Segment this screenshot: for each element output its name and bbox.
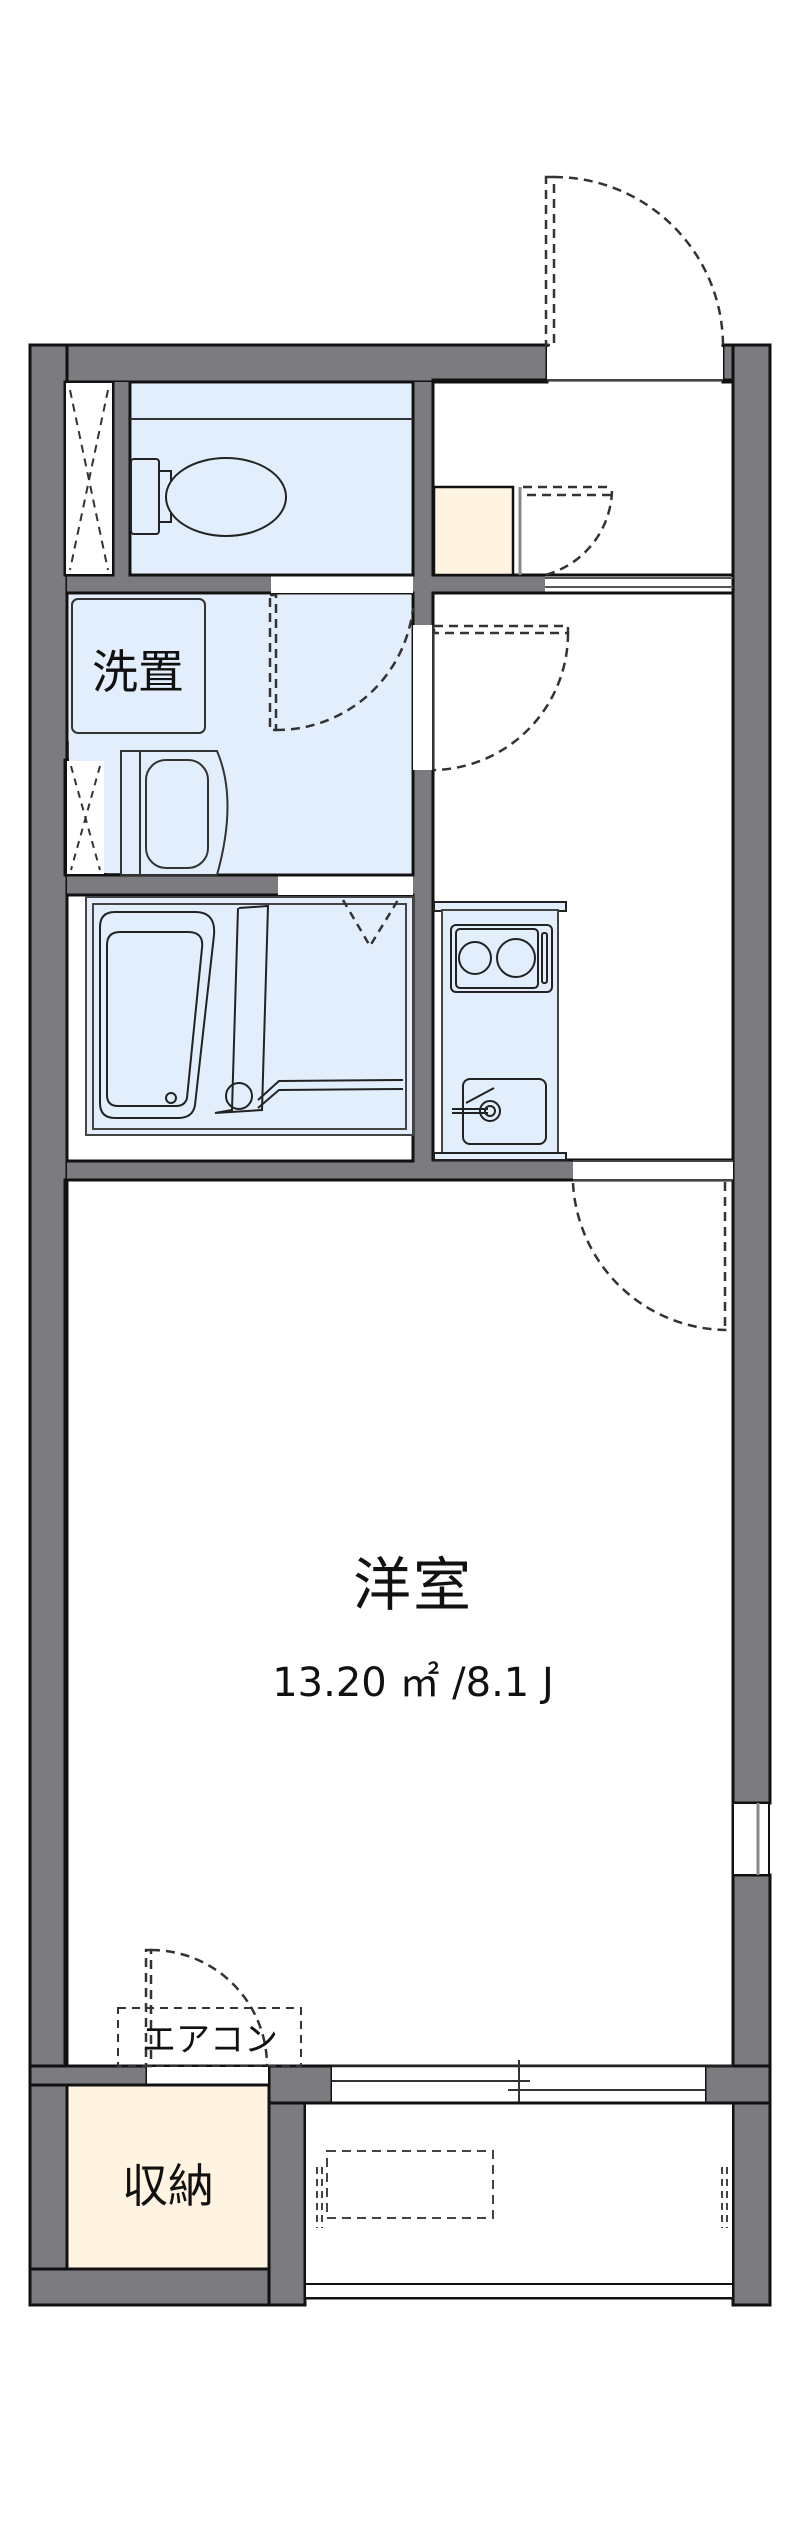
kitchen bbox=[433, 901, 567, 1161]
bathroom bbox=[69, 877, 414, 1159]
walls bbox=[28, 343, 772, 2307]
entrance-door-icon[interactable] bbox=[544, 175, 725, 347]
entrance bbox=[432, 175, 733, 588]
vanity-sink-icon bbox=[120, 750, 229, 876]
closet-upper bbox=[66, 383, 112, 574]
bathtub-icon bbox=[99, 904, 404, 1119]
main-room-door-icon[interactable] bbox=[571, 1160, 733, 1332]
storage-room bbox=[65, 2083, 271, 2271]
washing-machine-space bbox=[71, 598, 206, 734]
stove-icon bbox=[450, 924, 553, 993]
air-conditioner-icon bbox=[117, 2007, 302, 2067]
air-conditioner-label: エアコン bbox=[142, 2020, 278, 2060]
shoe-cabinet bbox=[432, 485, 515, 577]
side-window-icon bbox=[732, 1802, 770, 1876]
storage-label: 収納 bbox=[122, 2159, 214, 2213]
washing-machine-label: 洗置 bbox=[92, 645, 184, 699]
toilet-room bbox=[66, 380, 415, 577]
outdoor-unit-icon bbox=[326, 2150, 494, 2219]
wash-room bbox=[67, 577, 415, 876]
corridor-door-icon[interactable] bbox=[413, 624, 570, 772]
toilet-icon bbox=[130, 457, 287, 537]
wash-room-door-icon[interactable] bbox=[268, 593, 415, 732]
main-room-name: 洋室 bbox=[352, 1551, 473, 1619]
shoe-cabinet-door-icon[interactable] bbox=[523, 485, 614, 577]
closet-lower bbox=[67, 761, 104, 874]
balcony bbox=[305, 2101, 733, 2299]
main-room-size: 13.20 ㎡ /8.1 J bbox=[272, 1660, 554, 1706]
balcony-window-icon[interactable] bbox=[332, 2060, 733, 2109]
kitchen-sink-icon bbox=[452, 1078, 547, 1145]
